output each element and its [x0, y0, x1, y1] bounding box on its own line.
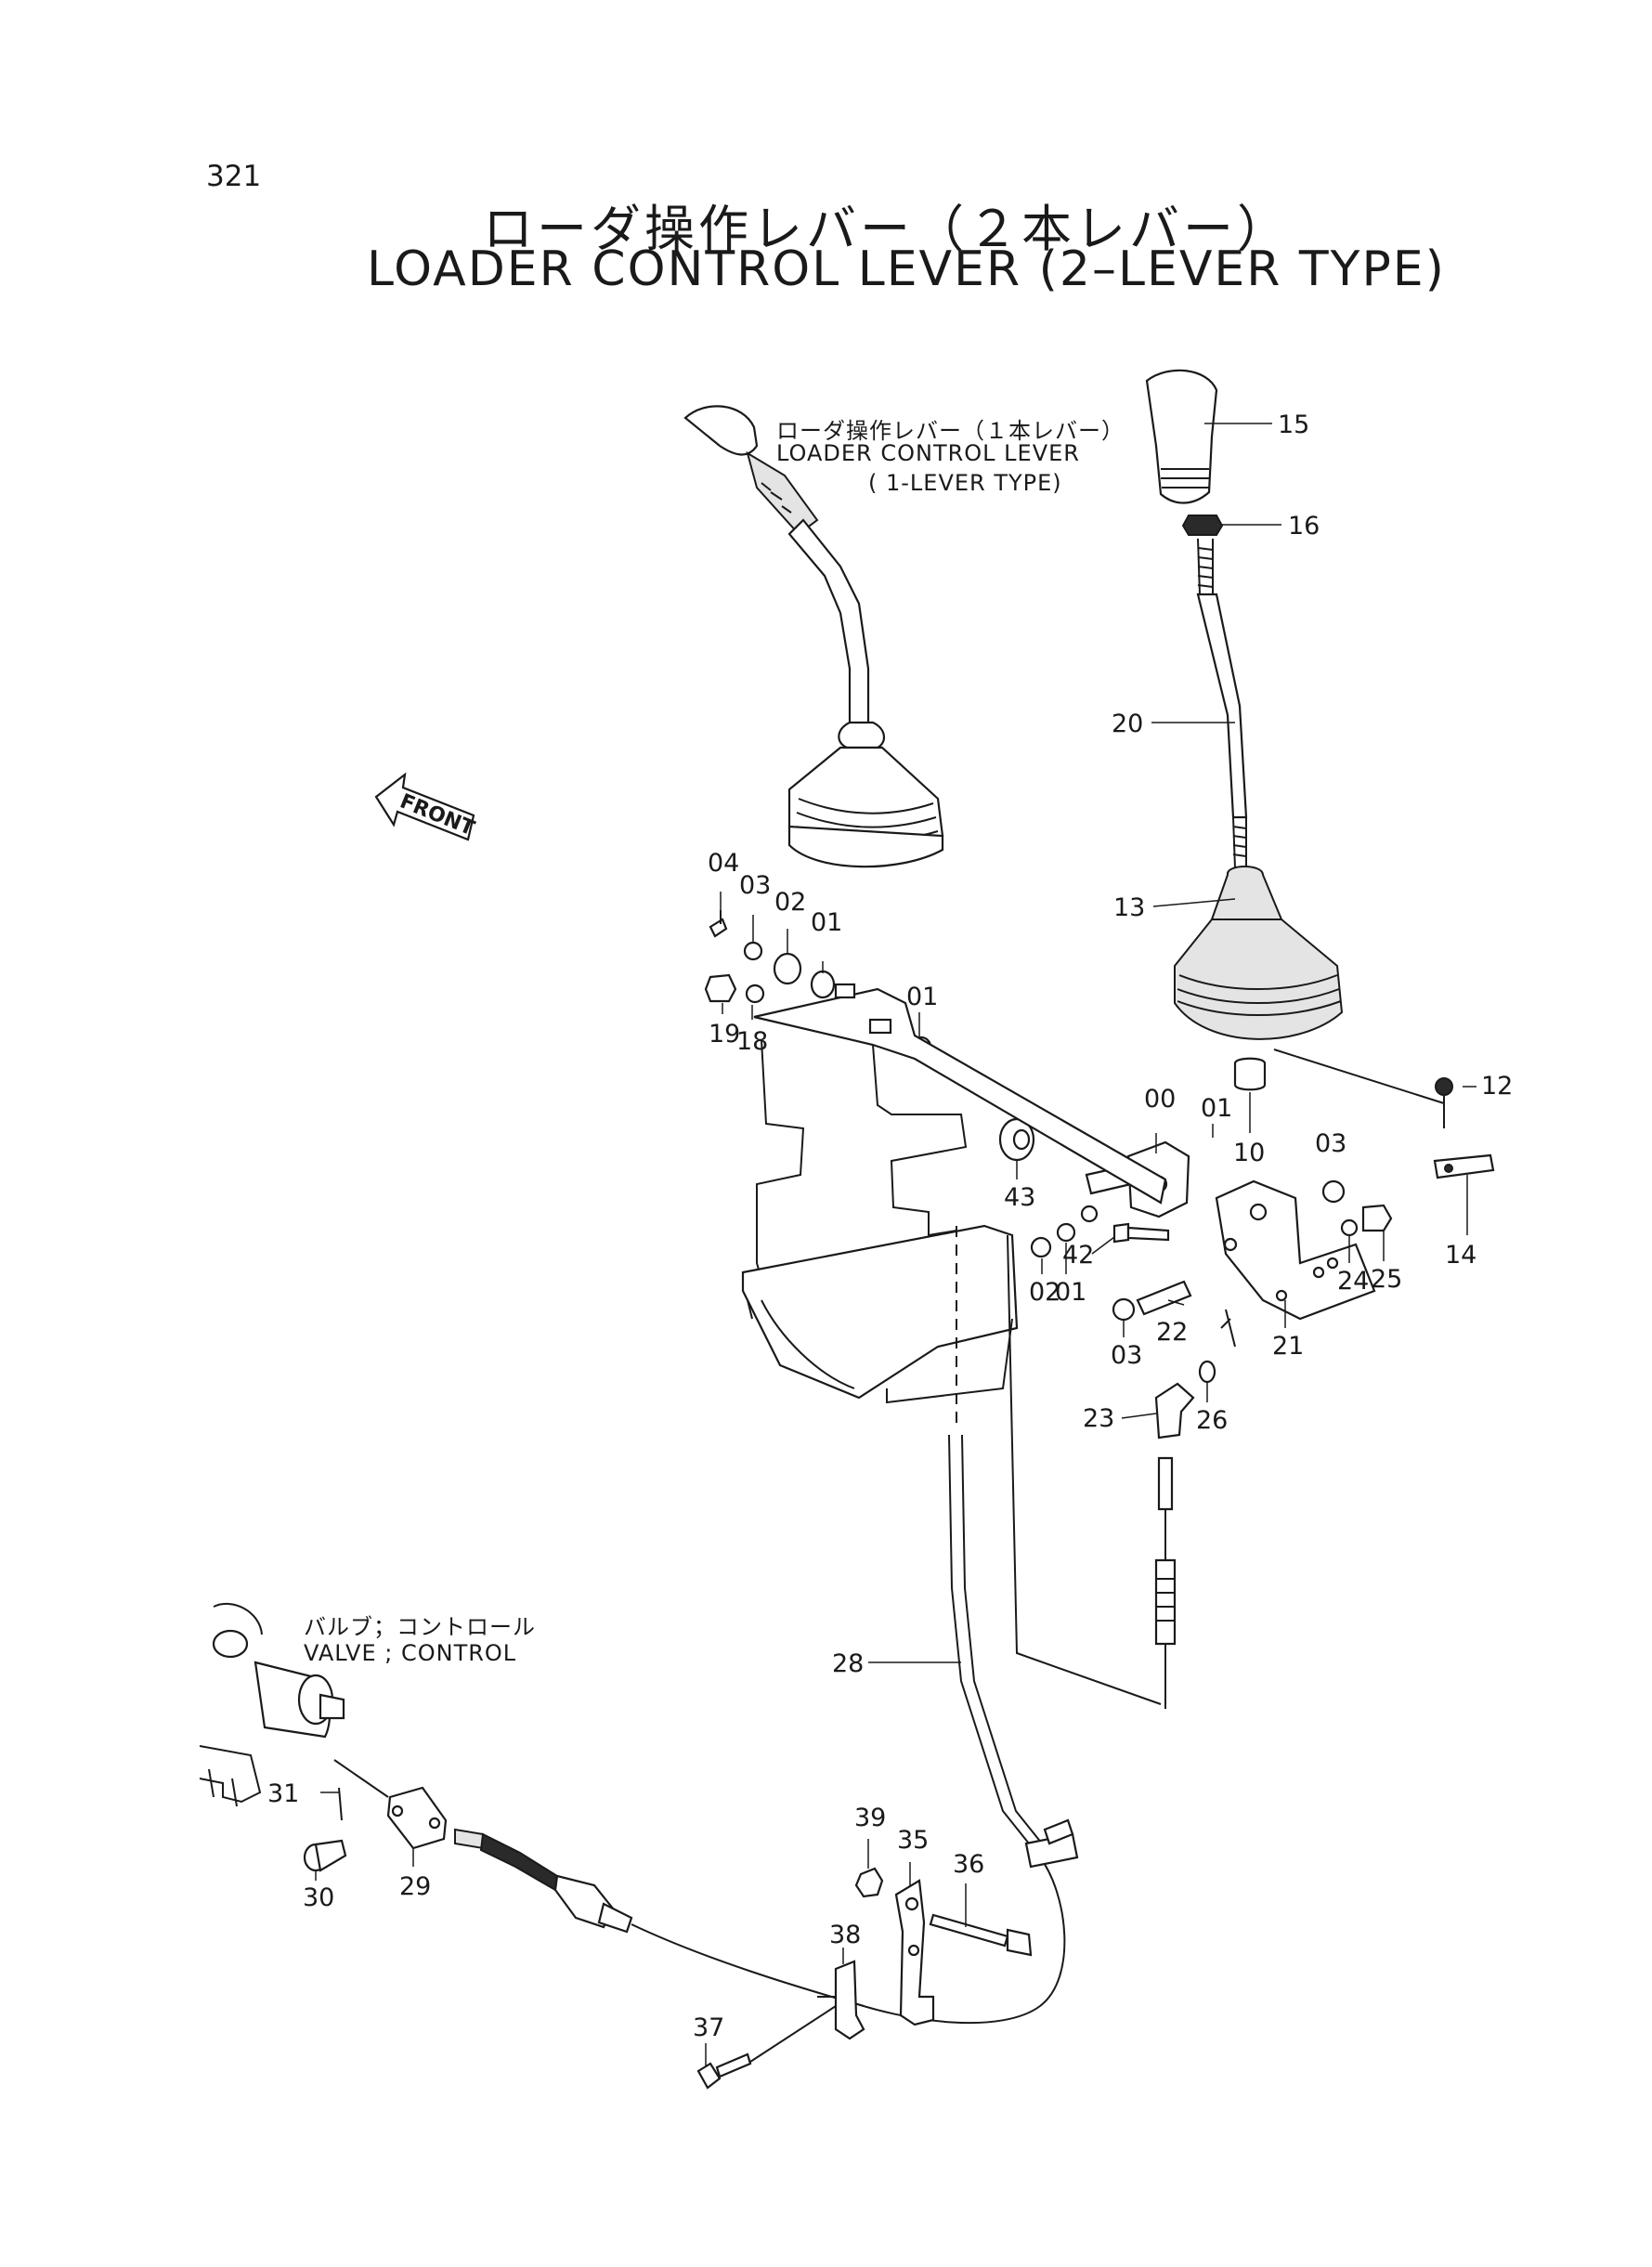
pin-30 [303, 1839, 347, 1872]
plate-14 [1433, 1153, 1495, 1179]
nut-16 [1181, 515, 1224, 536]
bolt-37-line [749, 2005, 837, 2063]
callout-02-top: 02 [774, 888, 806, 917]
bushing-10 [1233, 1057, 1267, 1091]
valve-note-japanese: バルブ；コントロール [304, 1614, 536, 1640]
title-english: LOADER CONTROL LEVER (2–LEVER TYPE) [367, 241, 1446, 297]
callout-25: 25 [1371, 1265, 1402, 1294]
callout-03-bottom: 03 [1111, 1341, 1142, 1370]
bracket-rod-14 [1273, 1049, 1445, 1104]
callout-23: 23 [1083, 1404, 1114, 1433]
inset-note-japanese: ローダ操作レバー（１本レバー） [776, 418, 1125, 444]
lever-rod-20 [1196, 538, 1248, 869]
ring-03-left [743, 941, 763, 961]
washer-01-bottom [1056, 1222, 1076, 1243]
washer-24 [1340, 1218, 1359, 1237]
pin-22 [1136, 1280, 1192, 1316]
callout-12: 12 [1481, 1072, 1513, 1101]
valve-link-line [333, 1759, 389, 1798]
control-valve [199, 1602, 345, 1807]
callout-14: 14 [1445, 1241, 1476, 1270]
ring-03-bottom [1112, 1297, 1136, 1322]
callout-42: 42 [1062, 1241, 1094, 1270]
callout-24: 24 [1337, 1267, 1369, 1296]
screw-04 [709, 910, 728, 938]
front-arrow-icon: FRONT [374, 772, 477, 841]
callout-10: 10 [1233, 1139, 1265, 1167]
cable-clamp [1024, 1818, 1079, 1869]
washer-01-left [810, 970, 836, 999]
callout-29: 29 [399, 1872, 431, 1901]
washer-18 [745, 984, 765, 1004]
callout-20: 20 [1112, 710, 1143, 738]
nut-39 [854, 1867, 884, 1898]
callout-22: 22 [1156, 1318, 1188, 1347]
clevis-29 [386, 1786, 448, 1850]
cable-end-threaded [454, 1828, 633, 1934]
nut-19 [704, 973, 737, 1003]
cable-end [1154, 1456, 1177, 1709]
lever-knob-15 [1145, 369, 1218, 504]
inset-note-english-line1: LOADER CONTROL LEVER [776, 440, 1080, 466]
callout-04: 04 [708, 849, 739, 878]
elbow-23 [1154, 1382, 1195, 1440]
callout-30: 30 [303, 1883, 334, 1912]
callout-36: 36 [953, 1850, 984, 1879]
cotter-pin-31 [338, 1787, 343, 1821]
callout-03-right: 03 [1315, 1129, 1346, 1158]
callout-31: 31 [267, 1779, 299, 1808]
one-lever-type-inset [683, 405, 944, 868]
leader-lines [315, 423, 1476, 2066]
callout-00: 00 [1144, 1085, 1176, 1114]
washer-02-bottom [1030, 1236, 1052, 1258]
callout-19: 19 [709, 1020, 740, 1049]
valve-note-english: VALVE ; CONTROL [304, 1640, 517, 1666]
inset-note-english-line2: ( 1-LEVER TYPE) [868, 470, 1062, 496]
bolt-36 [929, 1913, 1033, 1957]
callout-38: 38 [829, 1921, 861, 1949]
callout-01-right: 01 [1201, 1094, 1232, 1123]
callout-01-top: 01 [811, 908, 842, 937]
callout-15: 15 [1278, 410, 1309, 439]
callout-18: 18 [736, 1027, 768, 1056]
control-lever-frame [741, 983, 1167, 1404]
washer-26 [1198, 1360, 1216, 1384]
callout-43: 43 [1004, 1183, 1035, 1212]
washer-02-left [773, 952, 802, 985]
ring-03-right [1321, 1179, 1346, 1204]
link-rod [1007, 1234, 1162, 1705]
nut-25 [1361, 1204, 1393, 1232]
page-number: 321 [206, 160, 262, 193]
front-label: FRONT [397, 790, 477, 841]
clip-38 [834, 1960, 865, 2040]
callout-21: 21 [1272, 1332, 1304, 1361]
bolt-12 [1435, 1077, 1453, 1128]
callout-02-bottom: 02 [1029, 1278, 1060, 1307]
callout-37: 37 [693, 2013, 724, 2042]
callout-39: 39 [854, 1804, 886, 1832]
bushing-43 [998, 1117, 1035, 1162]
bracket-link [1220, 1309, 1236, 1348]
lever-boot-13 [1174, 866, 1344, 1040]
callout-28: 28 [832, 1649, 864, 1678]
callout-01-center: 01 [906, 983, 938, 1011]
washer-01-right [1080, 1205, 1099, 1223]
bolt-42 [1112, 1222, 1170, 1244]
bracket-35 [894, 1879, 935, 2026]
cable-28-edge [961, 1434, 1054, 1858]
callout-35: 35 [897, 1826, 929, 1855]
callout-16: 16 [1288, 512, 1320, 541]
callout-01-bottom: 01 [1055, 1278, 1086, 1307]
callout-26: 26 [1196, 1406, 1228, 1435]
callout-13: 13 [1113, 893, 1145, 922]
callout-03-top: 03 [739, 871, 771, 900]
bracket-21 [1215, 1179, 1376, 1321]
title-japanese: ローダ操作レバー（２本レバー） [483, 200, 1291, 258]
